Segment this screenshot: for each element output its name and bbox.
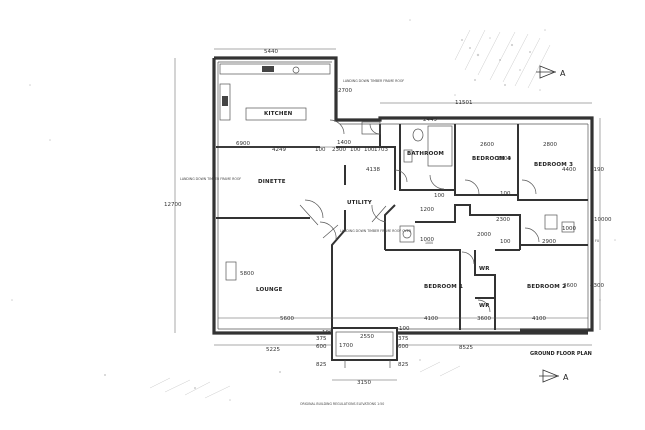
dim-1700: 1700 (339, 343, 353, 349)
dim-2900: 2900 (542, 239, 556, 245)
dim-6900: 6900 (236, 141, 250, 147)
section-marker-top-label: A (560, 69, 566, 78)
dim-5225: 5225 (266, 347, 280, 353)
dim-4249: 4249 (272, 147, 286, 153)
dim-100-g: 100 (399, 326, 410, 332)
room-label-bedroom-4: BEDROOM 4 (472, 156, 511, 162)
dim-3150: 3150 (357, 380, 371, 386)
note-left: LANDING DOWN TIMBER FRAME ROOF (180, 177, 241, 181)
dim-10000: 10000 (594, 217, 612, 223)
dim-100-h: 100 (322, 330, 333, 336)
scan-noise (11, 19, 616, 401)
section-marker-top: A (536, 65, 566, 79)
dim-825-a: 825 (316, 362, 327, 368)
dim-5600: 5600 (280, 316, 294, 322)
dim-8525: 8525 (459, 345, 473, 351)
dim-2000: 2000 (477, 232, 491, 238)
dim-1000: 1000 (420, 237, 434, 243)
dim-right-overall: 11501 (455, 100, 473, 106)
dim-4100: 4100 (424, 316, 438, 322)
dim-100-f: 100 (434, 193, 445, 199)
room-label-dinette: DINETTE (258, 179, 286, 185)
notes: LANDING DOWN TIMBER FRAME ROOF LANDING D… (180, 79, 600, 406)
dim-2800: 2800 (543, 142, 557, 148)
dim-1200: 1200 (420, 207, 434, 213)
dim-100-b: 100 (350, 147, 361, 153)
dim-1400: 1400 (337, 140, 351, 146)
dim-4300: 4300 (590, 283, 604, 289)
dim-4100-b: 4100 (532, 316, 546, 322)
dim-3600: 3600 (477, 316, 491, 322)
room-labels: KITCHEN DINETTE LOUNGE UTILITY BATHROOM … (256, 111, 573, 309)
room-label-utility: UTILITY (347, 200, 373, 206)
room-label-bedroom-3: BEDROOM 3 (534, 162, 573, 168)
roof-hatching (149, 29, 551, 399)
room-label-wr-b: WR (479, 303, 490, 309)
section-marker-bottom-label: A (563, 373, 569, 382)
dimension-lines (174, 48, 601, 381)
dim-825-b: 825 (398, 362, 409, 368)
dim-100-a: 100 (315, 147, 326, 153)
dim-600-b: 600 (398, 344, 409, 350)
note-footer: ORIGINAL BUILDING REGULATIONS ELEVATIONS… (300, 402, 384, 406)
bathroom-fixtures (361, 121, 453, 167)
dim-1703: 1703 (374, 147, 388, 153)
dim-375-b: 375 (398, 336, 409, 342)
dim-2300: 2300 (332, 147, 346, 153)
kitchen-units (219, 63, 331, 121)
note-hall: LANDING DOWN TIMBER FRAME ROOF OVER (340, 229, 412, 233)
dim-2600: 2600 (480, 142, 494, 148)
dim-kitchen-side: 2700 (338, 88, 352, 94)
plan-title: GROUND FLOOR PLAN (530, 351, 592, 357)
dim-2550: 2550 (360, 334, 374, 340)
room-label-wr-a: WR (479, 266, 490, 272)
dim-bed4-width: 2300 (497, 156, 511, 162)
dimension-labels: 5440 2700 11501 12700 6900 4249 1400 100… (164, 49, 612, 386)
dim-top-overall: 5440 (264, 49, 278, 55)
dim-4138: 4138 (366, 167, 380, 173)
dim-bed2-height: 3600 (563, 283, 577, 289)
section-marker-bottom: A (539, 369, 569, 383)
door-swings (299, 119, 540, 313)
internal-walls (216, 124, 588, 330)
dim-2449: 2449 (423, 117, 437, 123)
dim-5190: 5190 (590, 167, 604, 173)
dim-375-a: 375 (316, 336, 327, 342)
dim-100-d: 100 (500, 191, 511, 197)
porch (331, 327, 398, 368)
room-label-bedroom-1: BEDROOM 1 (424, 284, 463, 290)
note-kitchen: LANDING DOWN TIMBER FRAME ROOF (343, 79, 404, 83)
room-label-bathroom: BATHROOM (407, 151, 444, 157)
dim-100-c: 100 (364, 147, 375, 153)
outer-walls (212, 56, 594, 335)
dim-1000-b: 1000 (562, 226, 576, 232)
dim-bed3-height: 4400 (562, 167, 576, 173)
room-label-lounge: LOUNGE (256, 287, 283, 293)
dim-2300-c: 2300 (496, 217, 510, 223)
dim-100-e: 100 (500, 239, 511, 245)
dim-600-a: 600 (316, 344, 327, 350)
utility-fixtures (225, 214, 575, 281)
note-fu: FU (595, 239, 600, 243)
dim-left-overall: 12700 (164, 202, 182, 208)
room-label-kitchen: KITCHEN (264, 111, 293, 117)
note-stair: 1000 (425, 241, 433, 245)
dim-lounge-height: 5800 (240, 271, 254, 277)
room-label-bedroom-2: BEDROOM 2 (527, 284, 566, 290)
